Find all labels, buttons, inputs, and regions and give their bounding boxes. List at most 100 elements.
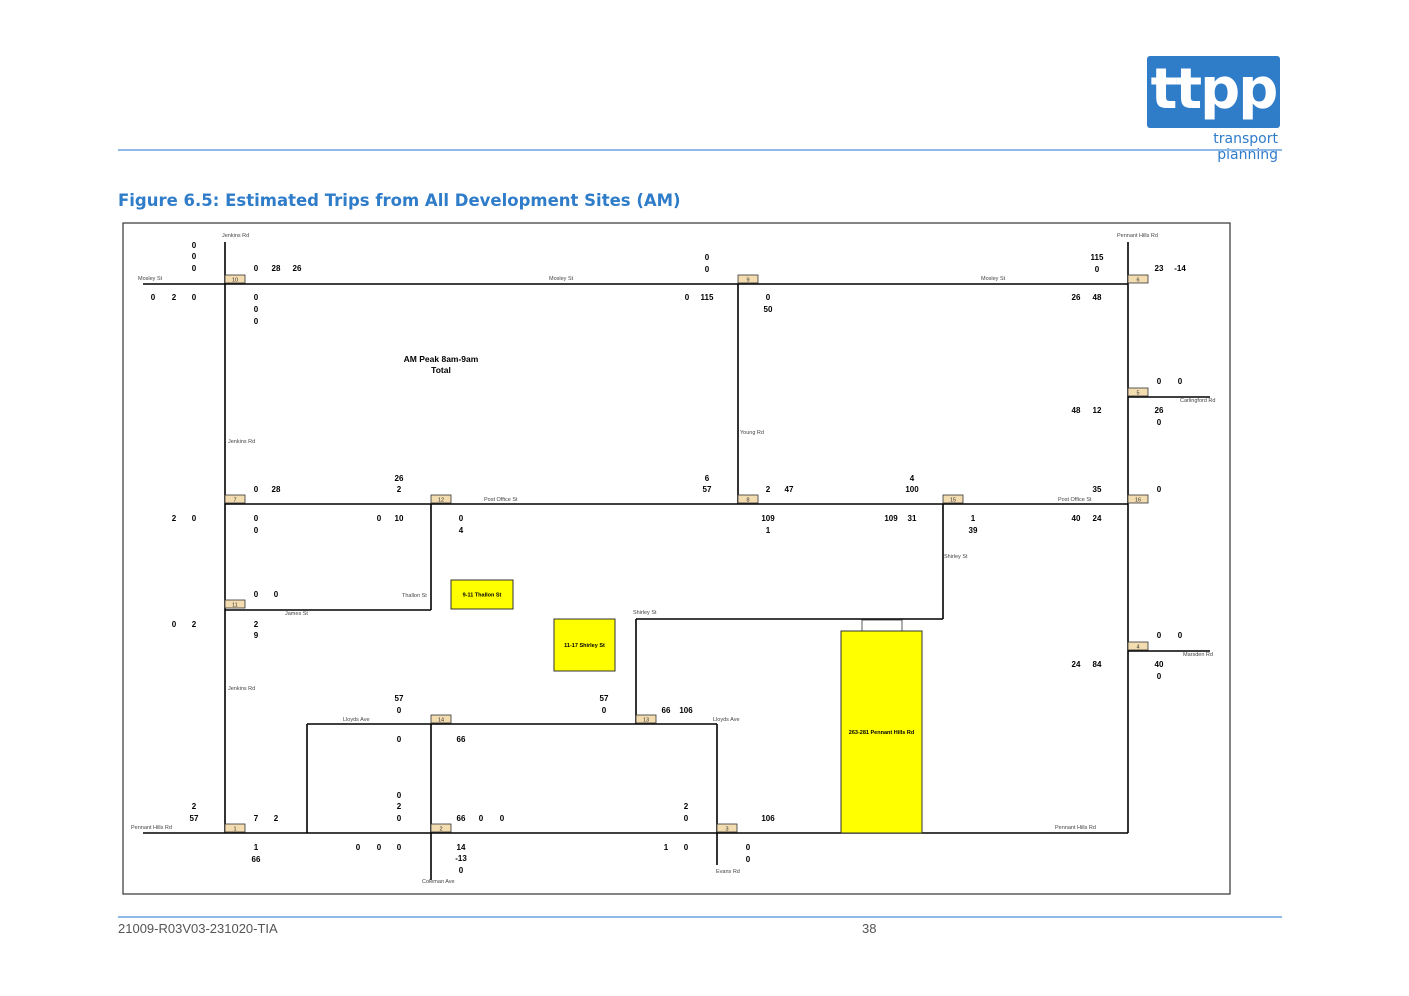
turn-volume: 31 (908, 514, 917, 523)
road-label: Thallon St (402, 593, 427, 599)
turn-volume: 0 (397, 843, 402, 852)
development-site (553, 618, 616, 672)
intersection-node (737, 494, 759, 504)
logo-text: ttpp (1150, 57, 1279, 122)
turn-volume: 23 (1155, 264, 1164, 273)
turn-volume: 40 (1072, 514, 1081, 523)
turn-volume: 9 (254, 631, 259, 640)
turn-volume: 66 (252, 855, 261, 864)
turn-volume: 1 (971, 514, 976, 523)
intersection-node (1127, 494, 1149, 504)
turn-volume: 4 (459, 526, 464, 535)
turn-volume: 0 (1178, 377, 1183, 386)
turn-volume: 48 (1072, 406, 1081, 415)
road-label: James St (285, 611, 308, 617)
intersection-number: 12 (438, 498, 444, 504)
turn-volume: 24 (1093, 514, 1102, 523)
turn-volume: 66 (457, 735, 466, 744)
turn-volume: 26 (1155, 406, 1164, 415)
intersection-number: 11 (232, 603, 238, 609)
turn-volume: 40 (1155, 660, 1164, 669)
intersection-node (430, 823, 452, 833)
ttpp-logo: ttpp (1147, 56, 1280, 128)
intersection-number: 14 (438, 718, 444, 724)
turn-volume: 0 (254, 317, 259, 326)
intersection-node (224, 494, 246, 504)
intersection-number: 8 (746, 498, 749, 504)
turn-volume: 10 (395, 514, 404, 523)
turn-volume: 66 (457, 814, 466, 823)
intersection-node (224, 599, 246, 609)
turn-volume: 106 (679, 706, 693, 715)
period-title: AM Peak 8am-9am (404, 354, 479, 364)
turn-volume: 0 (705, 253, 710, 262)
intersection-node (635, 714, 657, 724)
turn-volume: 115 (1091, 253, 1104, 262)
turn-volume: 2 (274, 814, 279, 823)
turn-volume: 0 (602, 706, 607, 715)
road-label: Jenkins Rd (228, 439, 255, 445)
intersection-node (1127, 274, 1149, 284)
road-label: Post Office St (1058, 497, 1092, 503)
turn-volume: 48 (1093, 293, 1102, 302)
intersection-number: 16 (1135, 498, 1141, 504)
turn-volume: 2 (397, 485, 402, 494)
turn-volume: 0 (274, 590, 279, 599)
turn-volume: 6 (705, 474, 710, 483)
turn-volume: 12 (1093, 406, 1102, 415)
intersection-node (1127, 387, 1149, 397)
road-label: Shirley St (633, 610, 657, 616)
turn-volume: 0 (172, 620, 177, 629)
road-label: Coleman Ave (422, 879, 455, 885)
turn-volume: 2 (172, 514, 177, 523)
turn-volume: 84 (1093, 660, 1102, 669)
intersection-node (716, 823, 738, 833)
turn-volume: 0 (1178, 631, 1183, 640)
road-label: Jenkins Rd (222, 233, 249, 239)
turn-volume: -14 (1174, 264, 1186, 273)
turn-volume: 0 (192, 514, 197, 523)
turn-volume: 57 (600, 694, 609, 703)
turn-volume: 0 (254, 264, 259, 273)
turn-volume: 0 (151, 293, 156, 302)
turn-volume: 0 (705, 265, 710, 274)
turn-volume: 0 (254, 590, 259, 599)
intersection-number: 9 (746, 278, 749, 284)
turn-volume: 100 (905, 485, 919, 494)
intersection-number: 6 (1136, 278, 1139, 284)
turn-volume: 0 (397, 735, 402, 744)
intersection-number: 4 (1136, 645, 1139, 651)
turn-volume: 28 (272, 264, 281, 273)
road-label: Mosley St (549, 276, 574, 282)
intersection-node (737, 274, 759, 284)
turn-volume: 2 (192, 802, 197, 811)
road-label: Shirley St (944, 554, 968, 560)
road-label: Jenkins Rd (228, 686, 255, 692)
turn-volume: -13 (455, 854, 467, 863)
turn-volume: 7 (254, 814, 259, 823)
logo-tagline: transport planning (1213, 131, 1278, 163)
intersection-node (224, 274, 246, 284)
intersection-number: 5 (1136, 391, 1139, 397)
turn-volume: 0 (1157, 377, 1162, 386)
intersection-node (430, 494, 452, 504)
road-label: Carlingford Rd (1180, 398, 1215, 404)
intersection-number: 1 (233, 827, 236, 833)
turn-volume: 0 (1157, 485, 1162, 494)
site-label: 11-17 Shirley St (564, 643, 605, 649)
intersection-number: 3 (725, 827, 728, 833)
road-label: Lloyds Ave (713, 717, 740, 723)
turn-volume: 0 (459, 866, 464, 875)
turn-volume: 2 (684, 802, 689, 811)
turn-volume: 39 (969, 526, 978, 535)
turn-volume: 0 (254, 526, 259, 535)
turn-volume: 2 (172, 293, 177, 302)
road-label: Marsden Rd (1183, 652, 1213, 658)
turn-volume: 26 (1072, 293, 1081, 302)
turn-volume: 0 (746, 843, 751, 852)
development-site (840, 630, 923, 834)
turn-volume: 28 (272, 485, 281, 494)
turn-volume: 0 (397, 791, 402, 800)
turn-volume: 106 (761, 814, 775, 823)
